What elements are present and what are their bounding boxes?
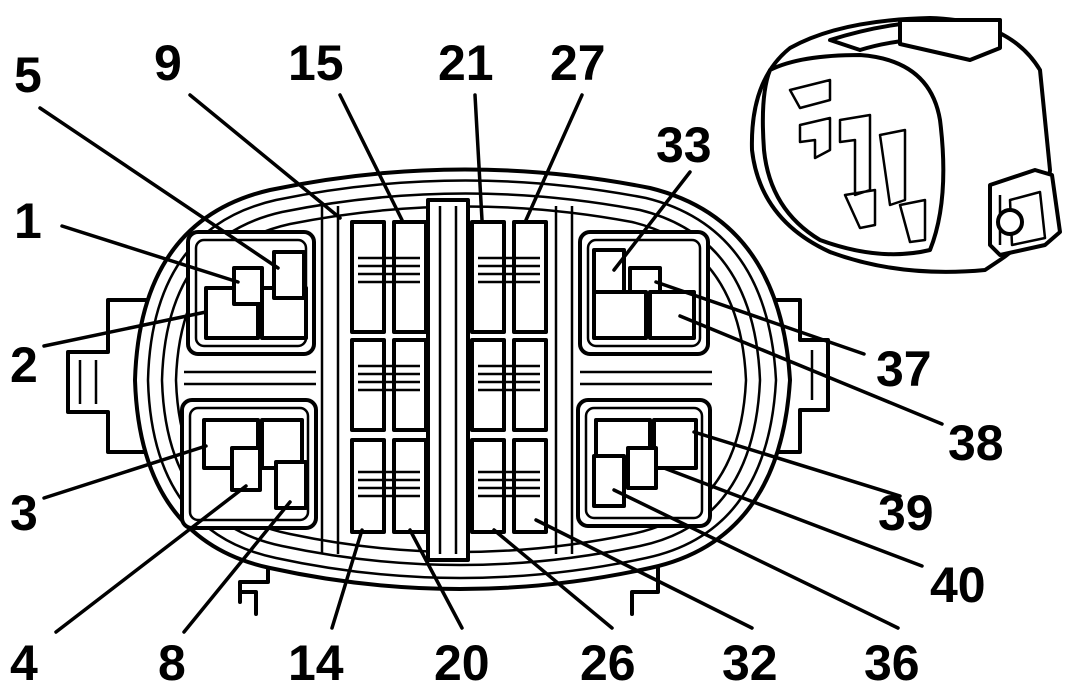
left-latch [66,298,152,454]
pin-label-20: 20 [434,635,490,690]
pin-label-14: 14 [288,635,344,690]
center-divider [426,198,470,562]
pin-label-33: 33 [656,117,712,173]
connector-isometric-view [749,16,1062,274]
left-upper-cavity-group [186,230,316,356]
pin-label-4: 4 [10,635,38,690]
pin-label-3: 3 [10,485,38,541]
pin-label-37: 37 [876,341,932,397]
pin-label-15: 15 [288,35,344,91]
pin-label-32: 32 [722,635,778,690]
pin-label-40: 40 [930,557,986,613]
pin-label-36: 36 [864,635,920,690]
pin-label-38: 38 [948,415,1004,471]
right-bottom-clip [630,546,660,616]
leader-lines [38,93,944,634]
pin-label-21: 21 [438,35,494,91]
pin-label-1: 1 [14,193,42,249]
right-upper-cavity-group [578,230,710,356]
pin-label-27: 27 [550,35,606,91]
right-lower-cavity-group [576,398,712,528]
pin-label-5: 5 [14,47,42,103]
pin-labels: 5 9 15 21 27 33 1 2 3 4 8 14 20 26 32 36… [10,35,1004,690]
center-pin-cavities [350,220,548,534]
pin-label-26: 26 [580,635,636,690]
pin-label-39: 39 [878,485,934,541]
pin-label-8: 8 [158,635,186,690]
left-lower-cavity-group [180,398,318,530]
pin-label-9: 9 [154,35,182,91]
pin-label-2: 2 [10,337,38,393]
connector-face-view [66,167,830,616]
